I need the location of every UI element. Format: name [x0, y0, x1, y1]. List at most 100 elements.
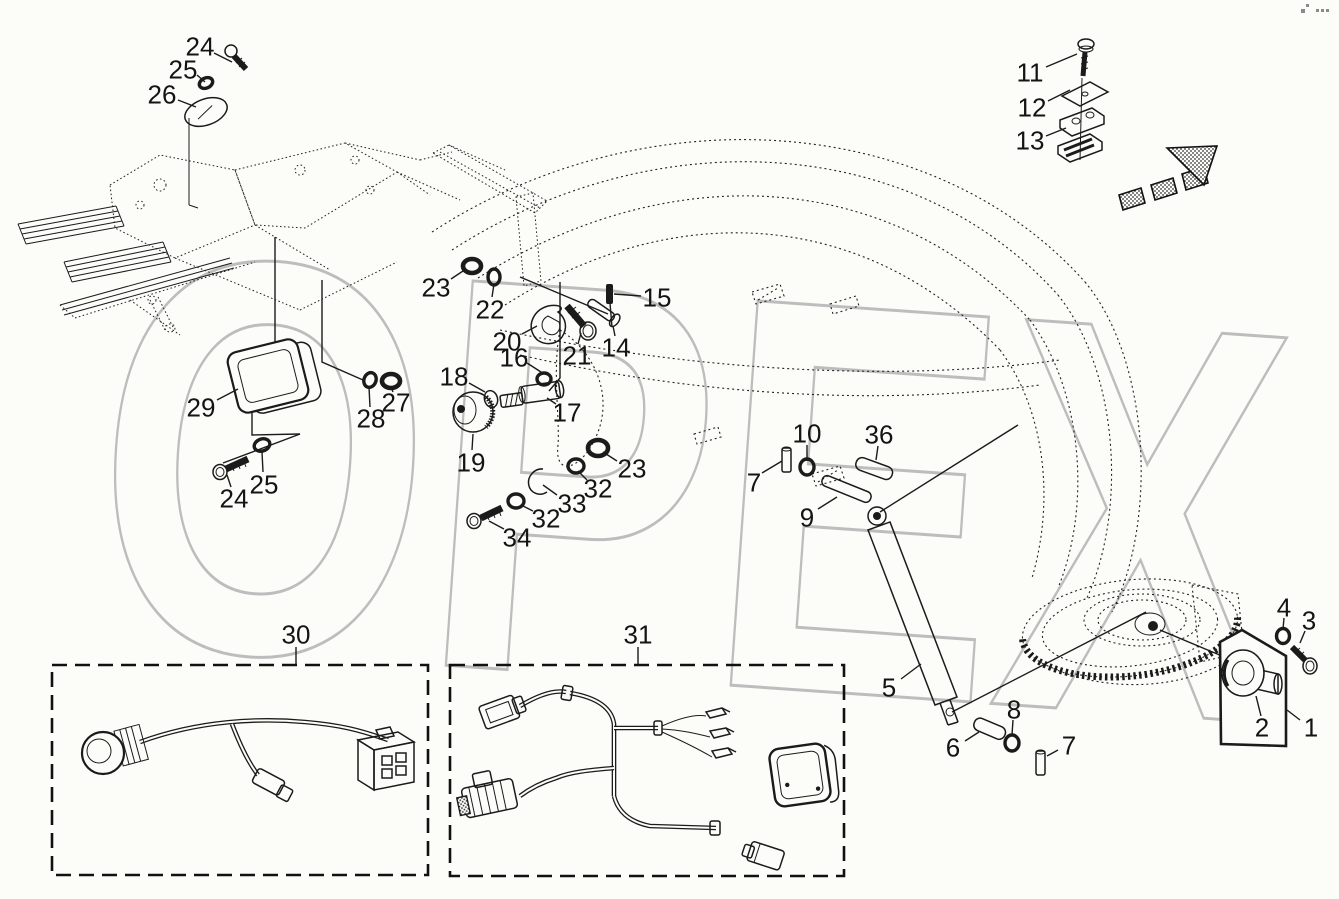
callout-34: 34 [488, 520, 532, 552]
callout-leader [1299, 630, 1306, 644]
callout-leader [520, 504, 534, 512]
callout-number: 25 [250, 469, 279, 499]
callout-leader [213, 52, 233, 63]
callout-number: 10 [793, 418, 822, 448]
watermark: OPEX [77, 134, 1310, 842]
callout-17: 17 [546, 397, 581, 427]
callout-7: 7 [1046, 730, 1076, 760]
callout-leader [546, 397, 557, 405]
callout-leader [900, 663, 922, 680]
callout-number: 25 [169, 54, 198, 84]
callout-leader [817, 496, 838, 510]
callout-3: 3 [1299, 605, 1316, 644]
callout-number: 22 [476, 294, 505, 324]
callout-number: 27 [382, 387, 411, 417]
callout-leader [1045, 53, 1078, 68]
callout-32: 32 [520, 503, 561, 533]
square-lamp [768, 742, 840, 808]
nut-23b [585, 437, 611, 459]
callout-25: 25 [169, 54, 206, 84]
bracket-20 [530, 304, 567, 345]
lift-cylinder-5 [867, 506, 959, 726]
callout-number: 33 [558, 488, 587, 518]
callout-number: 15 [643, 282, 672, 312]
bolt-21 [564, 303, 597, 341]
connector-b [455, 770, 519, 819]
callout-26: 26 [148, 79, 197, 109]
callout-number: 6 [946, 732, 960, 762]
callout-9: 9 [800, 496, 838, 532]
callout-6: 6 [946, 731, 980, 762]
callout-leader [875, 445, 879, 461]
callout-leader [542, 484, 558, 496]
spout-support-frame [431, 144, 548, 287]
harness-31 [455, 684, 840, 871]
callout-18: 18 [440, 361, 486, 393]
callout-number: 14 [602, 332, 631, 362]
callout-number: 4 [1277, 592, 1291, 622]
callout-leader [226, 474, 232, 488]
callout-leader [1047, 89, 1071, 102]
callout-number: 28 [357, 403, 386, 433]
callout-number: 36 [865, 419, 894, 449]
washer-28 [362, 370, 378, 390]
hub-2 [1221, 649, 1283, 697]
screw-24-top [224, 44, 249, 72]
callout-number: 29 [187, 392, 216, 422]
callout-number: 18 [440, 361, 469, 391]
callout-leader [602, 451, 618, 462]
callout-number: 1 [1304, 712, 1318, 742]
corner-marks [1301, 4, 1329, 13]
callout-number: 7 [1062, 730, 1076, 760]
callout-5: 5 [882, 663, 922, 702]
callout-number: 9 [800, 502, 814, 532]
callout-number: 34 [503, 522, 532, 552]
pin-6 [973, 717, 1007, 741]
callout-leader [1011, 719, 1014, 736]
washer-32a [566, 457, 586, 475]
callout-leader [521, 325, 538, 335]
callout-leader [1046, 749, 1059, 757]
direction-arrow-icon [1118, 145, 1219, 212]
callout-2: 2 [1255, 695, 1269, 742]
callout-leader [1045, 127, 1067, 137]
callout-4: 4 [1277, 592, 1291, 630]
callout-number: 2 [1255, 712, 1269, 742]
callout-number: 7 [747, 467, 761, 497]
callout-leader [450, 268, 467, 280]
callout-leader [177, 99, 197, 108]
callout-number: 26 [148, 79, 177, 109]
callout-number: 23 [422, 272, 451, 302]
washer-25-top [197, 75, 215, 91]
callout-23: 23 [602, 451, 646, 483]
bolt-3 [1289, 644, 1318, 675]
callout-number: 32 [532, 503, 561, 533]
callout-number: 32 [584, 473, 613, 503]
callout-32: 32 [577, 470, 613, 503]
callout-24: 24 [186, 31, 233, 63]
spade-wires [661, 715, 713, 758]
callout-36: 36 [865, 419, 894, 461]
callout-leader [613, 293, 642, 297]
callout-number: 13 [1016, 125, 1045, 155]
callout-number: 12 [1018, 92, 1047, 122]
callout-25: 25 [250, 451, 279, 499]
callout-15: 15 [613, 282, 672, 312]
callout-leader [577, 332, 582, 345]
callout-leader [216, 388, 239, 401]
callout-leader [468, 382, 486, 393]
callout-number: 8 [1007, 694, 1021, 724]
callout-24: 24 [220, 474, 249, 513]
washer-16 [535, 371, 553, 387]
callout-number: 24 [220, 483, 249, 513]
clevis-pin-14 [587, 298, 621, 328]
callout-leader [964, 731, 980, 742]
callout-number: 30 [282, 619, 311, 649]
screw-24-low [212, 455, 250, 481]
rod-9 [821, 474, 872, 504]
discharge-spout [431, 139, 1142, 613]
connector-a [478, 694, 527, 730]
rod-26 [188, 118, 199, 209]
callout-20: 20 [493, 325, 538, 356]
